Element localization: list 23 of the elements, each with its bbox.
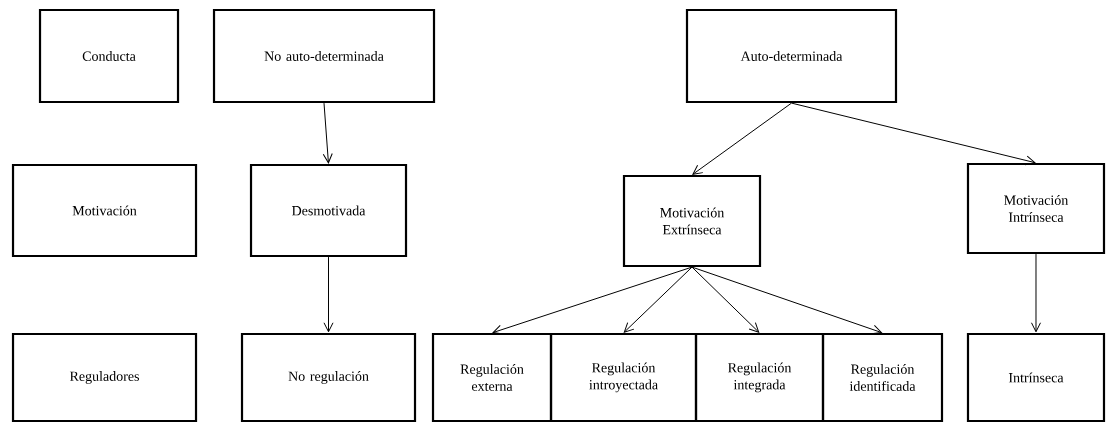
box: Regulación identificada (821, 332, 944, 423)
arrow (791, 102, 1036, 166)
arrow (692, 102, 792, 175)
arrow (691, 266, 760, 333)
box: Motivación Intrínseca (966, 162, 1106, 255)
box: Regulación externa (431, 332, 553, 423)
box: Regulación integrada (694, 332, 825, 423)
box: Motivación Extrínseca (622, 174, 762, 268)
arrow (322, 102, 333, 164)
box: Conducta (38, 8, 180, 104)
box: Desmotivada (249, 163, 408, 258)
arrow (691, 266, 882, 335)
arrow (492, 266, 693, 335)
box: Regulación introyectada (549, 332, 698, 423)
box: Intrínseca (966, 332, 1106, 423)
box: Auto-determinada (685, 8, 898, 104)
box: Motivación (11, 163, 198, 258)
arrow (323, 256, 334, 333)
arrow (1031, 253, 1041, 333)
arrow (623, 266, 693, 333)
box: No regulación (240, 332, 417, 423)
box: Reguladores (11, 332, 198, 423)
box: No auto-determinada (212, 8, 436, 104)
